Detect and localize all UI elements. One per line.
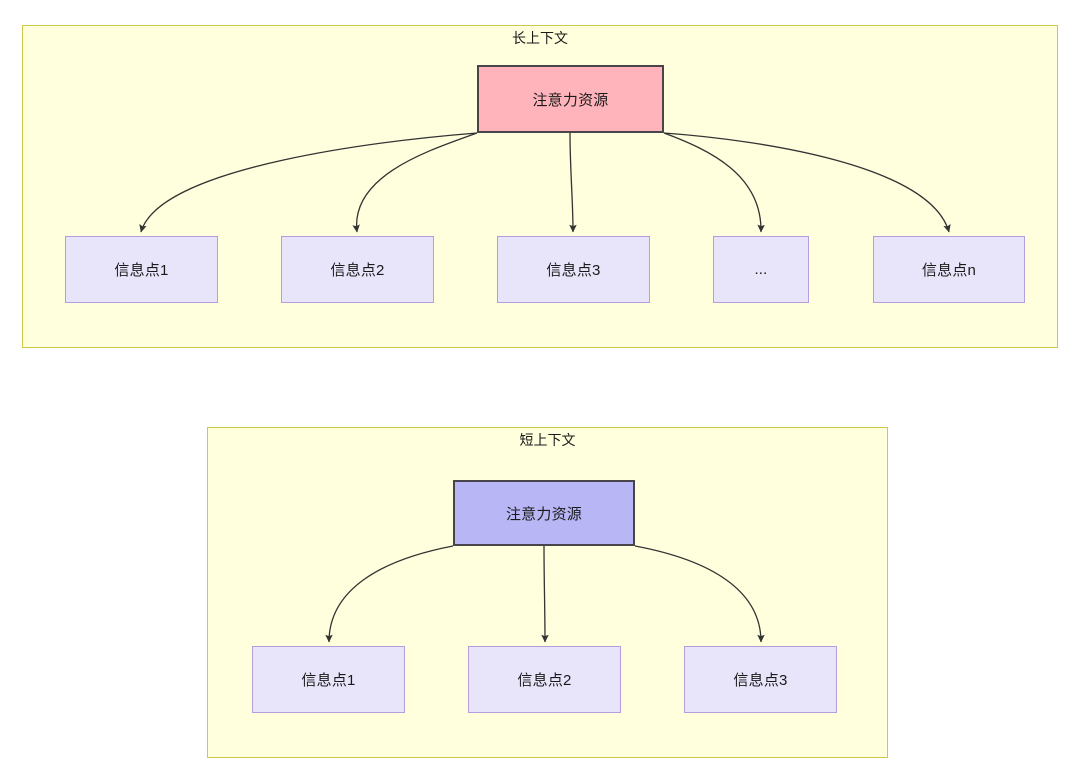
- root-node-short-context[interactable]: 注意力资源: [453, 480, 635, 546]
- panel-title-short-context: 短上下文: [519, 432, 576, 448]
- leaf-node-long-context-1[interactable]: 信息点2: [281, 236, 434, 303]
- leaf-node-short-context-0[interactable]: 信息点1: [252, 646, 405, 713]
- leaf-node-short-context-2[interactable]: 信息点3: [684, 646, 837, 713]
- leaf-node-long-context-0[interactable]: 信息点1: [65, 236, 218, 303]
- root-node-long-context[interactable]: 注意力资源: [477, 65, 664, 133]
- panel-title-long-context: 长上下文: [512, 30, 568, 46]
- leaf-node-long-context-3[interactable]: ...: [713, 236, 809, 303]
- leaf-node-long-context-4[interactable]: 信息点n: [873, 236, 1025, 303]
- leaf-node-short-context-1[interactable]: 信息点2: [468, 646, 621, 713]
- leaf-node-long-context-2[interactable]: 信息点3: [497, 236, 650, 303]
